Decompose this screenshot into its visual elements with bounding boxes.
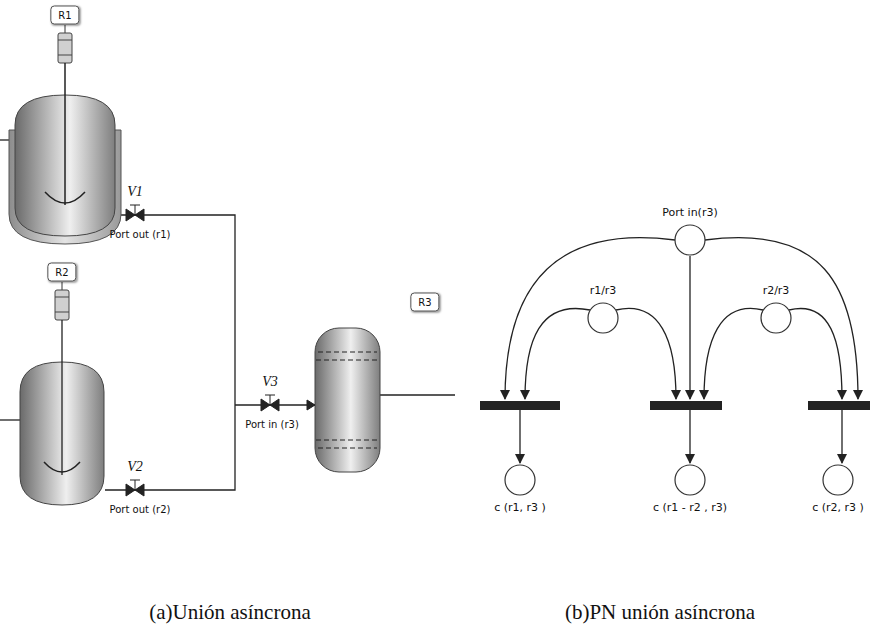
pn-arcs — [505, 238, 858, 463]
pn-place: r2/r3 — [760, 284, 792, 334]
reactor-label: R2 — [47, 263, 76, 282]
place-circle — [505, 465, 535, 495]
pn-place: c (r1 - r2 , r3) — [653, 464, 727, 514]
pn-place: Port in(r3) — [662, 206, 717, 256]
place-label: Port in(r3) — [662, 206, 717, 219]
reactor-name: R1 — [58, 10, 71, 21]
place-circle — [675, 465, 705, 495]
pn-transitions — [480, 401, 870, 410]
pn-place: c (r1, r3 ) — [494, 464, 546, 514]
place-circle — [674, 464, 706, 496]
reactor-label: R3 — [410, 293, 439, 312]
place-circle — [587, 302, 619, 334]
place-circle — [760, 302, 792, 334]
port-label: Port in (r3) — [245, 419, 299, 430]
subfigure-caption: (b)PN unión asíncrona — [565, 600, 755, 625]
valve-name: V2 — [127, 459, 143, 475]
place-circle — [588, 303, 618, 333]
subfigure-caption: (a)Unión asíncrona — [149, 600, 311, 625]
place-circle — [504, 464, 536, 496]
reactor-r2 — [20, 282, 104, 505]
reactor-name: R3 — [418, 297, 431, 308]
place-label: c (r2, r3 ) — [812, 501, 864, 514]
place-label: c (r1 - r2 , r3) — [653, 501, 727, 514]
port-label: Port out (r2) — [110, 504, 171, 515]
column-r3 — [315, 328, 380, 472]
place-circle — [675, 225, 705, 255]
pn-place: c (r2, r3 ) — [812, 464, 864, 514]
port-label: Port out (r1) — [110, 229, 171, 240]
place-label: r2/r3 — [763, 284, 790, 297]
place-circle — [674, 224, 706, 256]
reactor-label: R1 — [50, 6, 79, 25]
place-circle — [823, 465, 853, 495]
place-label: r1/r3 — [590, 284, 617, 297]
valve-symbols — [126, 205, 315, 496]
place-circle — [761, 303, 791, 333]
valve-name: V3 — [262, 374, 278, 390]
reactor-name: R2 — [55, 267, 68, 278]
pn-place: r1/r3 — [587, 284, 619, 334]
valve-name: V1 — [127, 184, 143, 200]
reactor-r1 — [9, 25, 121, 244]
place-circle — [822, 464, 854, 496]
place-label: c (r1, r3 ) — [494, 501, 546, 514]
